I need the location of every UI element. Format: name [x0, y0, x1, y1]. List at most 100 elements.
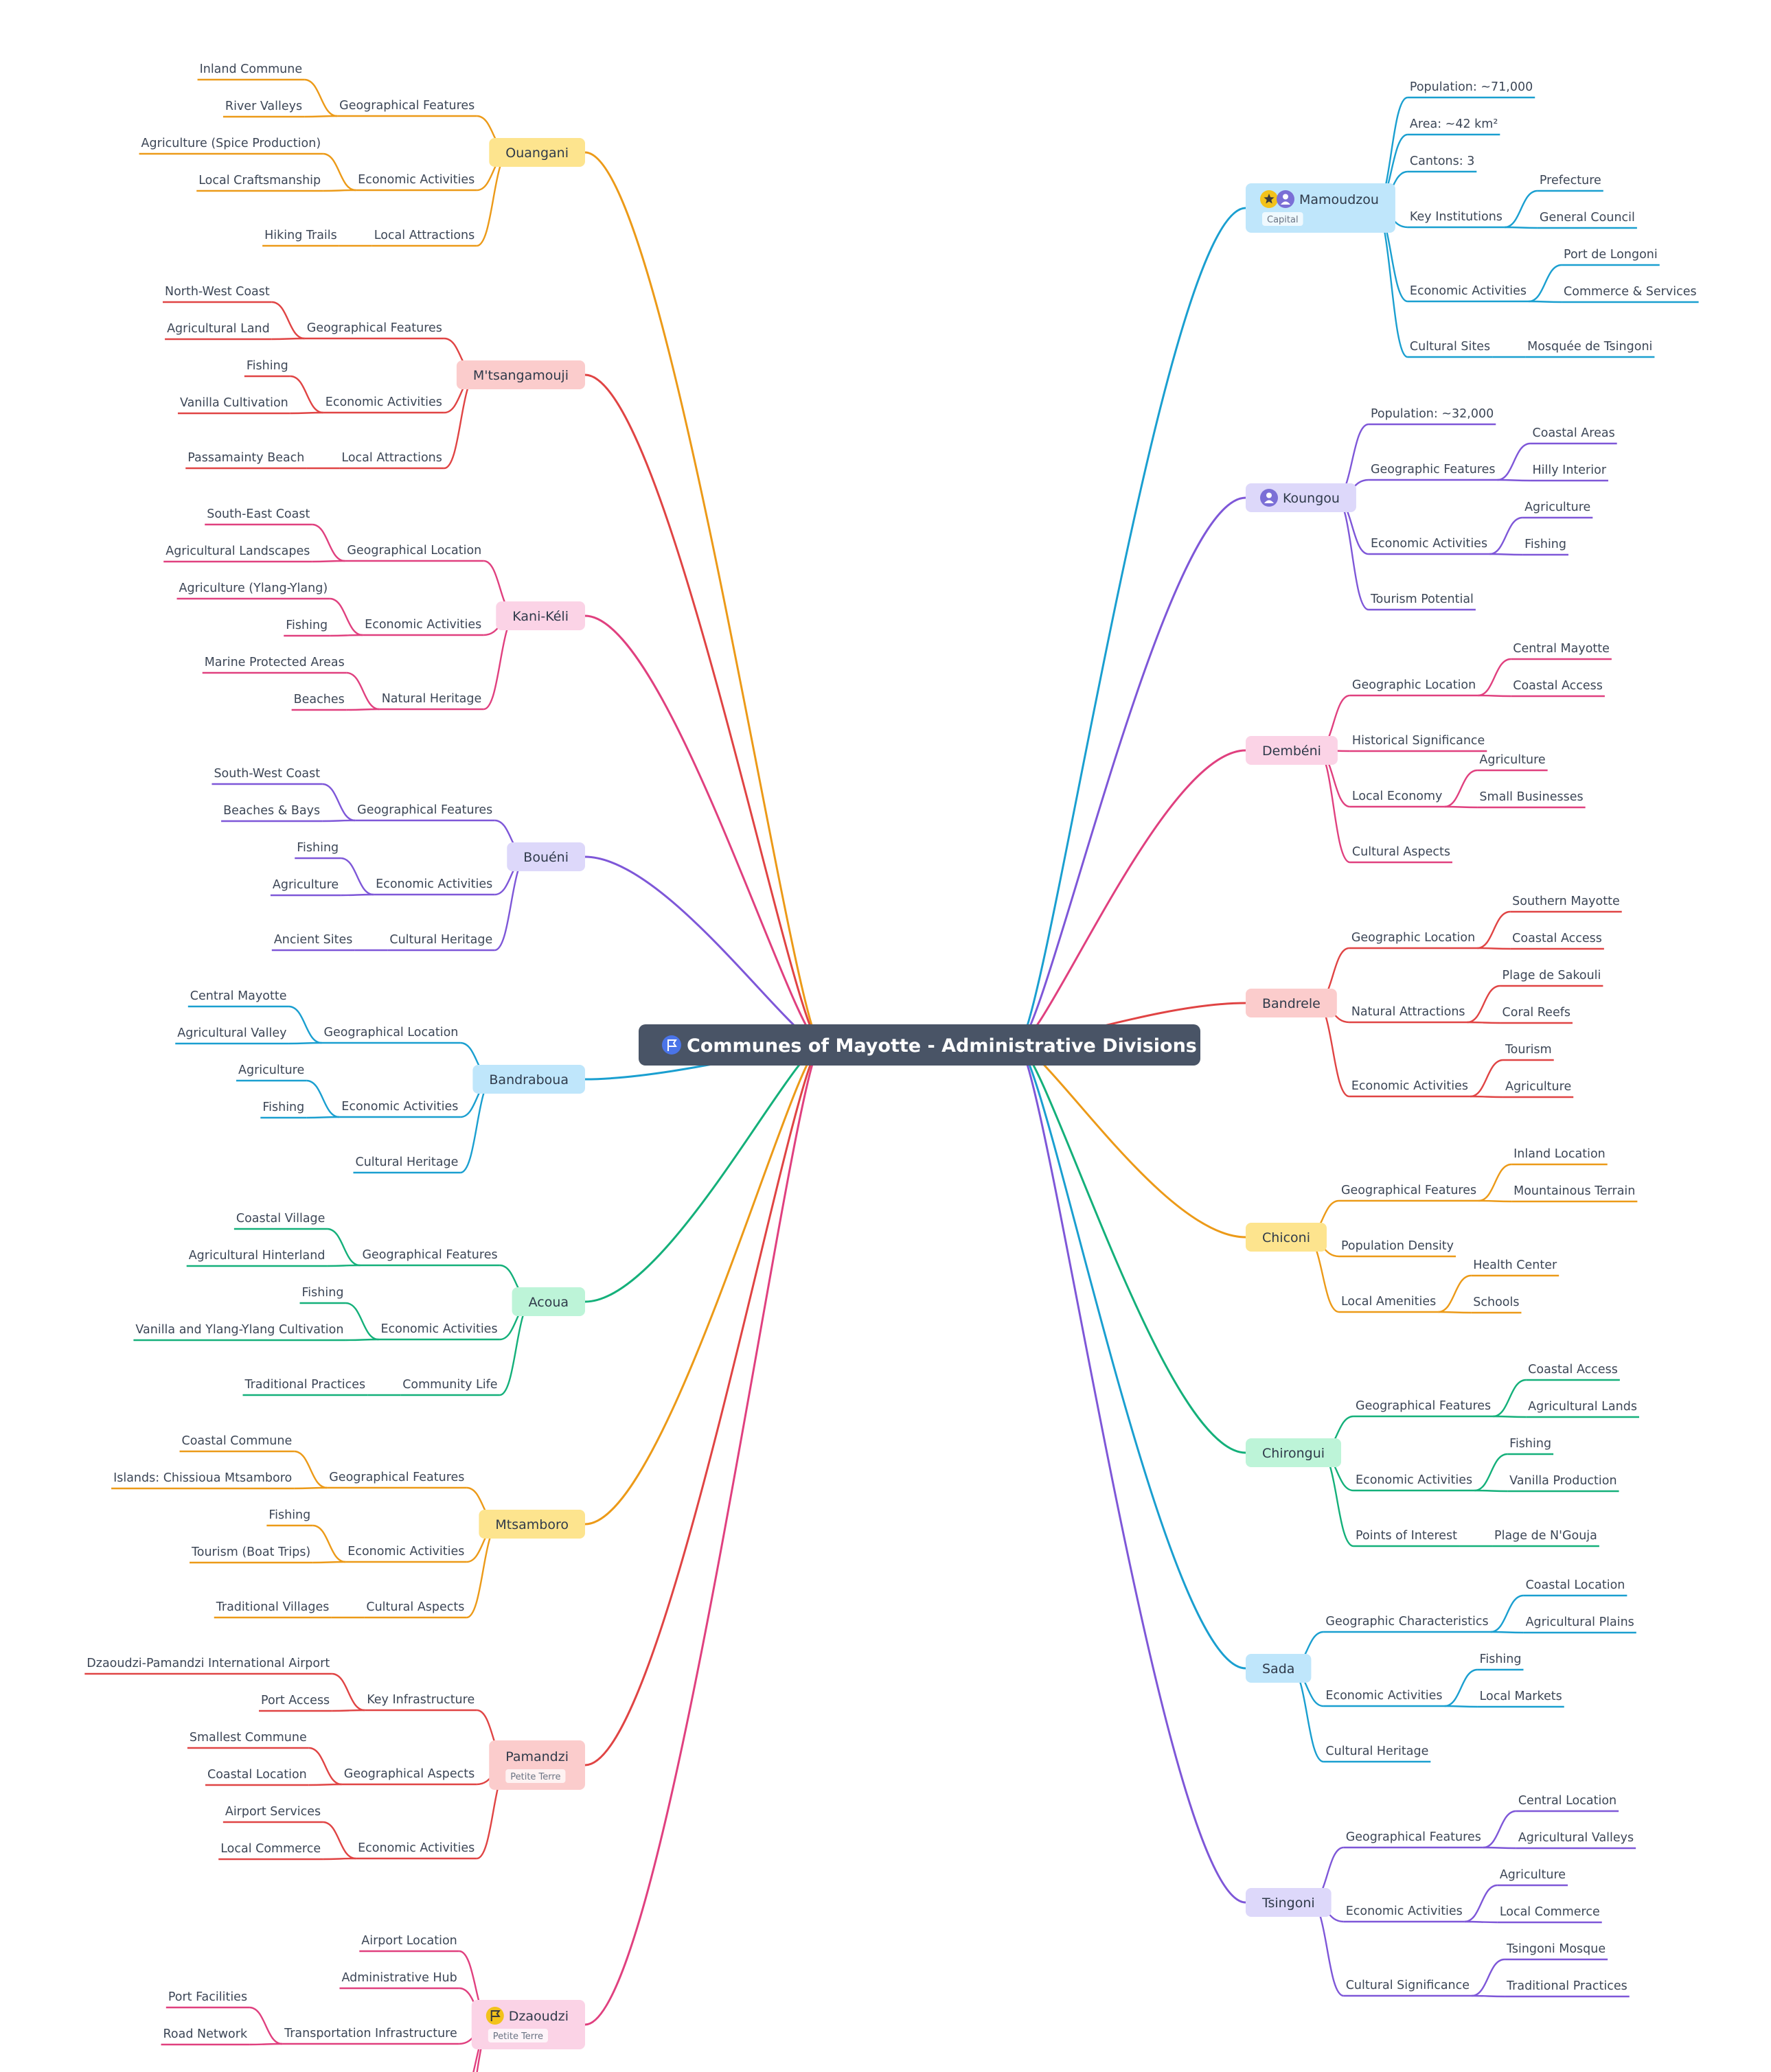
- leaf-item[interactable]: Central Mayotte: [187, 989, 289, 1008]
- branch-item[interactable]: Economic Activities: [356, 173, 477, 192]
- leaf-item[interactable]: Road Network: [161, 2027, 250, 2046]
- branch-item[interactable]: Key Institutions: [1407, 210, 1505, 229]
- leaf-item[interactable]: Agricultural Valleys: [1516, 1831, 1636, 1850]
- branch-item[interactable]: Area: ~42 km²: [1407, 117, 1500, 136]
- branch-item[interactable]: Economic Activities: [1323, 1689, 1445, 1707]
- leaf-item[interactable]: Smallest Commune: [187, 1731, 309, 1749]
- leaf-item[interactable]: Tourism (Boat Trips): [190, 1545, 313, 1564]
- branch-item[interactable]: Population Density: [1338, 1239, 1456, 1258]
- branch-item[interactable]: Geographical Features: [337, 99, 477, 117]
- branch-item[interactable]: Cultural Heritage: [353, 1155, 461, 1174]
- leaf-item[interactable]: Local Commerce: [1497, 1905, 1602, 1924]
- leaf-item[interactable]: Coastal Location: [205, 1768, 309, 1786]
- branch-item[interactable]: Cantons: 3: [1407, 154, 1477, 173]
- branch-item[interactable]: Cultural Significance: [1343, 1979, 1472, 1997]
- branch-item[interactable]: Economic Activities: [323, 395, 444, 414]
- branch-item[interactable]: Local Attractions: [372, 229, 477, 247]
- leaf-item[interactable]: Agricultural Valley: [175, 1026, 289, 1045]
- leaf-item[interactable]: Central Mayotte: [1511, 642, 1612, 660]
- leaf-item[interactable]: Agricultural Lands: [1526, 1400, 1639, 1418]
- leaf-item[interactable]: Beaches: [291, 693, 347, 711]
- leaf-item[interactable]: Port de Longoni: [1562, 248, 1660, 266]
- leaf-item[interactable]: Commerce & Services: [1562, 285, 1699, 303]
- leaf-item[interactable]: Local Markets: [1477, 1690, 1564, 1708]
- leaf-item[interactable]: Tourism: [1503, 1043, 1554, 1061]
- branch-item[interactable]: Economic Activities: [356, 1841, 477, 1860]
- branch-item[interactable]: Geographical Features: [1343, 1830, 1483, 1849]
- leaf-item[interactable]: Agriculture: [1477, 753, 1548, 772]
- branch-item[interactable]: Geographic Characteristics: [1323, 1615, 1491, 1633]
- branch-item[interactable]: Economic Activities: [378, 1322, 500, 1341]
- leaf-item[interactable]: Agriculture (Ylang-Ylang): [176, 582, 330, 600]
- leaf-item[interactable]: Fishing: [284, 619, 330, 637]
- branch-item[interactable]: Population: ~71,000: [1407, 80, 1535, 99]
- branch-item[interactable]: Geographical Features: [304, 321, 444, 340]
- leaf-item[interactable]: Fishing: [266, 1508, 313, 1527]
- leaf-item[interactable]: Fishing: [295, 841, 341, 860]
- branch-item[interactable]: Geographical Features: [360, 1248, 500, 1267]
- branch-item[interactable]: Geographical Features: [355, 803, 495, 822]
- leaf-item[interactable]: Coastal Commune: [179, 1434, 295, 1453]
- branch-item[interactable]: Points of Interest: [1353, 1529, 1460, 1547]
- leaf-item[interactable]: Agricultural Plains: [1523, 1615, 1636, 1634]
- leaf-item[interactable]: Coastal Access: [1526, 1363, 1620, 1381]
- leaf-item[interactable]: Agriculture: [270, 878, 341, 897]
- leaf-item[interactable]: Tsingoni Mosque: [1505, 1942, 1608, 1961]
- branch-item[interactable]: Economic Activities: [1349, 1079, 1470, 1098]
- branch-item[interactable]: Geographical Features: [1353, 1399, 1494, 1418]
- leaf-item[interactable]: Small Businesses: [1477, 790, 1586, 809]
- leaf-item[interactable]: Port Facilities: [165, 1990, 250, 2009]
- branch-item[interactable]: Local Economy: [1349, 790, 1445, 808]
- leaf-item[interactable]: Agriculture: [1522, 500, 1593, 519]
- leaf-item[interactable]: Local Craftsmanship: [196, 174, 323, 192]
- branch-item[interactable]: Cultural Aspects: [364, 1600, 467, 1619]
- branch-item[interactable]: Administrative Hub: [339, 1971, 459, 1990]
- branch-item[interactable]: Key Infrastructure: [365, 1693, 477, 1712]
- branch-item[interactable]: Local Attractions: [339, 451, 444, 470]
- leaf-item[interactable]: Plage de N'Gouja: [1492, 1529, 1599, 1547]
- leaf-item[interactable]: Agriculture: [236, 1063, 307, 1082]
- leaf-item[interactable]: Airport Services: [222, 1805, 323, 1823]
- branch-item[interactable]: Natural Attractions: [1349, 1005, 1467, 1024]
- root-node[interactable]: Communes of Mayotte - Administrative Div…: [639, 1024, 1200, 1066]
- branch-item[interactable]: Economic Activities: [1343, 1904, 1465, 1923]
- leaf-item[interactable]: Coastal Village: [233, 1212, 328, 1230]
- leaf-item[interactable]: Beaches & Bays: [221, 804, 323, 822]
- leaf-item[interactable]: Vanilla Cultivation: [177, 396, 290, 415]
- leaf-item[interactable]: Fishing: [244, 359, 290, 378]
- leaf-item[interactable]: Vanilla and Ylang-Ylang Cultivation: [133, 1323, 346, 1342]
- leaf-item[interactable]: Health Center: [1471, 1258, 1559, 1277]
- leaf-item[interactable]: Plage de Sakouli: [1500, 969, 1603, 987]
- branch-item[interactable]: Geographic Location: [1349, 931, 1478, 949]
- leaf-item[interactable]: Hiking Trails: [262, 229, 339, 247]
- leaf-item[interactable]: Coastal Areas: [1530, 426, 1617, 445]
- branch-item[interactable]: Airport Location: [359, 1934, 459, 1953]
- branch-item[interactable]: Community Life: [400, 1378, 500, 1396]
- leaf-item[interactable]: Mosquée de Tsingoni: [1525, 340, 1655, 358]
- leaf-item[interactable]: Traditional Practices: [242, 1378, 368, 1396]
- leaf-item[interactable]: Port Access: [259, 1694, 332, 1712]
- leaf-item[interactable]: Southern Mayotte: [1510, 895, 1622, 913]
- branch-item[interactable]: Cultural Heritage: [1323, 1745, 1431, 1763]
- leaf-item[interactable]: Inland Commune: [197, 62, 305, 81]
- branch-item[interactable]: Geographical Aspects: [341, 1767, 477, 1786]
- leaf-item[interactable]: Coastal Location: [1523, 1578, 1627, 1597]
- leaf-item[interactable]: Dzaoudzi-Pamandzi International Airport: [84, 1657, 332, 1675]
- branch-item[interactable]: Economic Activities: [374, 877, 495, 896]
- branch-item[interactable]: Cultural Aspects: [1349, 845, 1452, 864]
- branch-item[interactable]: Geographic Location: [1349, 678, 1478, 697]
- leaf-item[interactable]: Coastal Access: [1511, 679, 1605, 698]
